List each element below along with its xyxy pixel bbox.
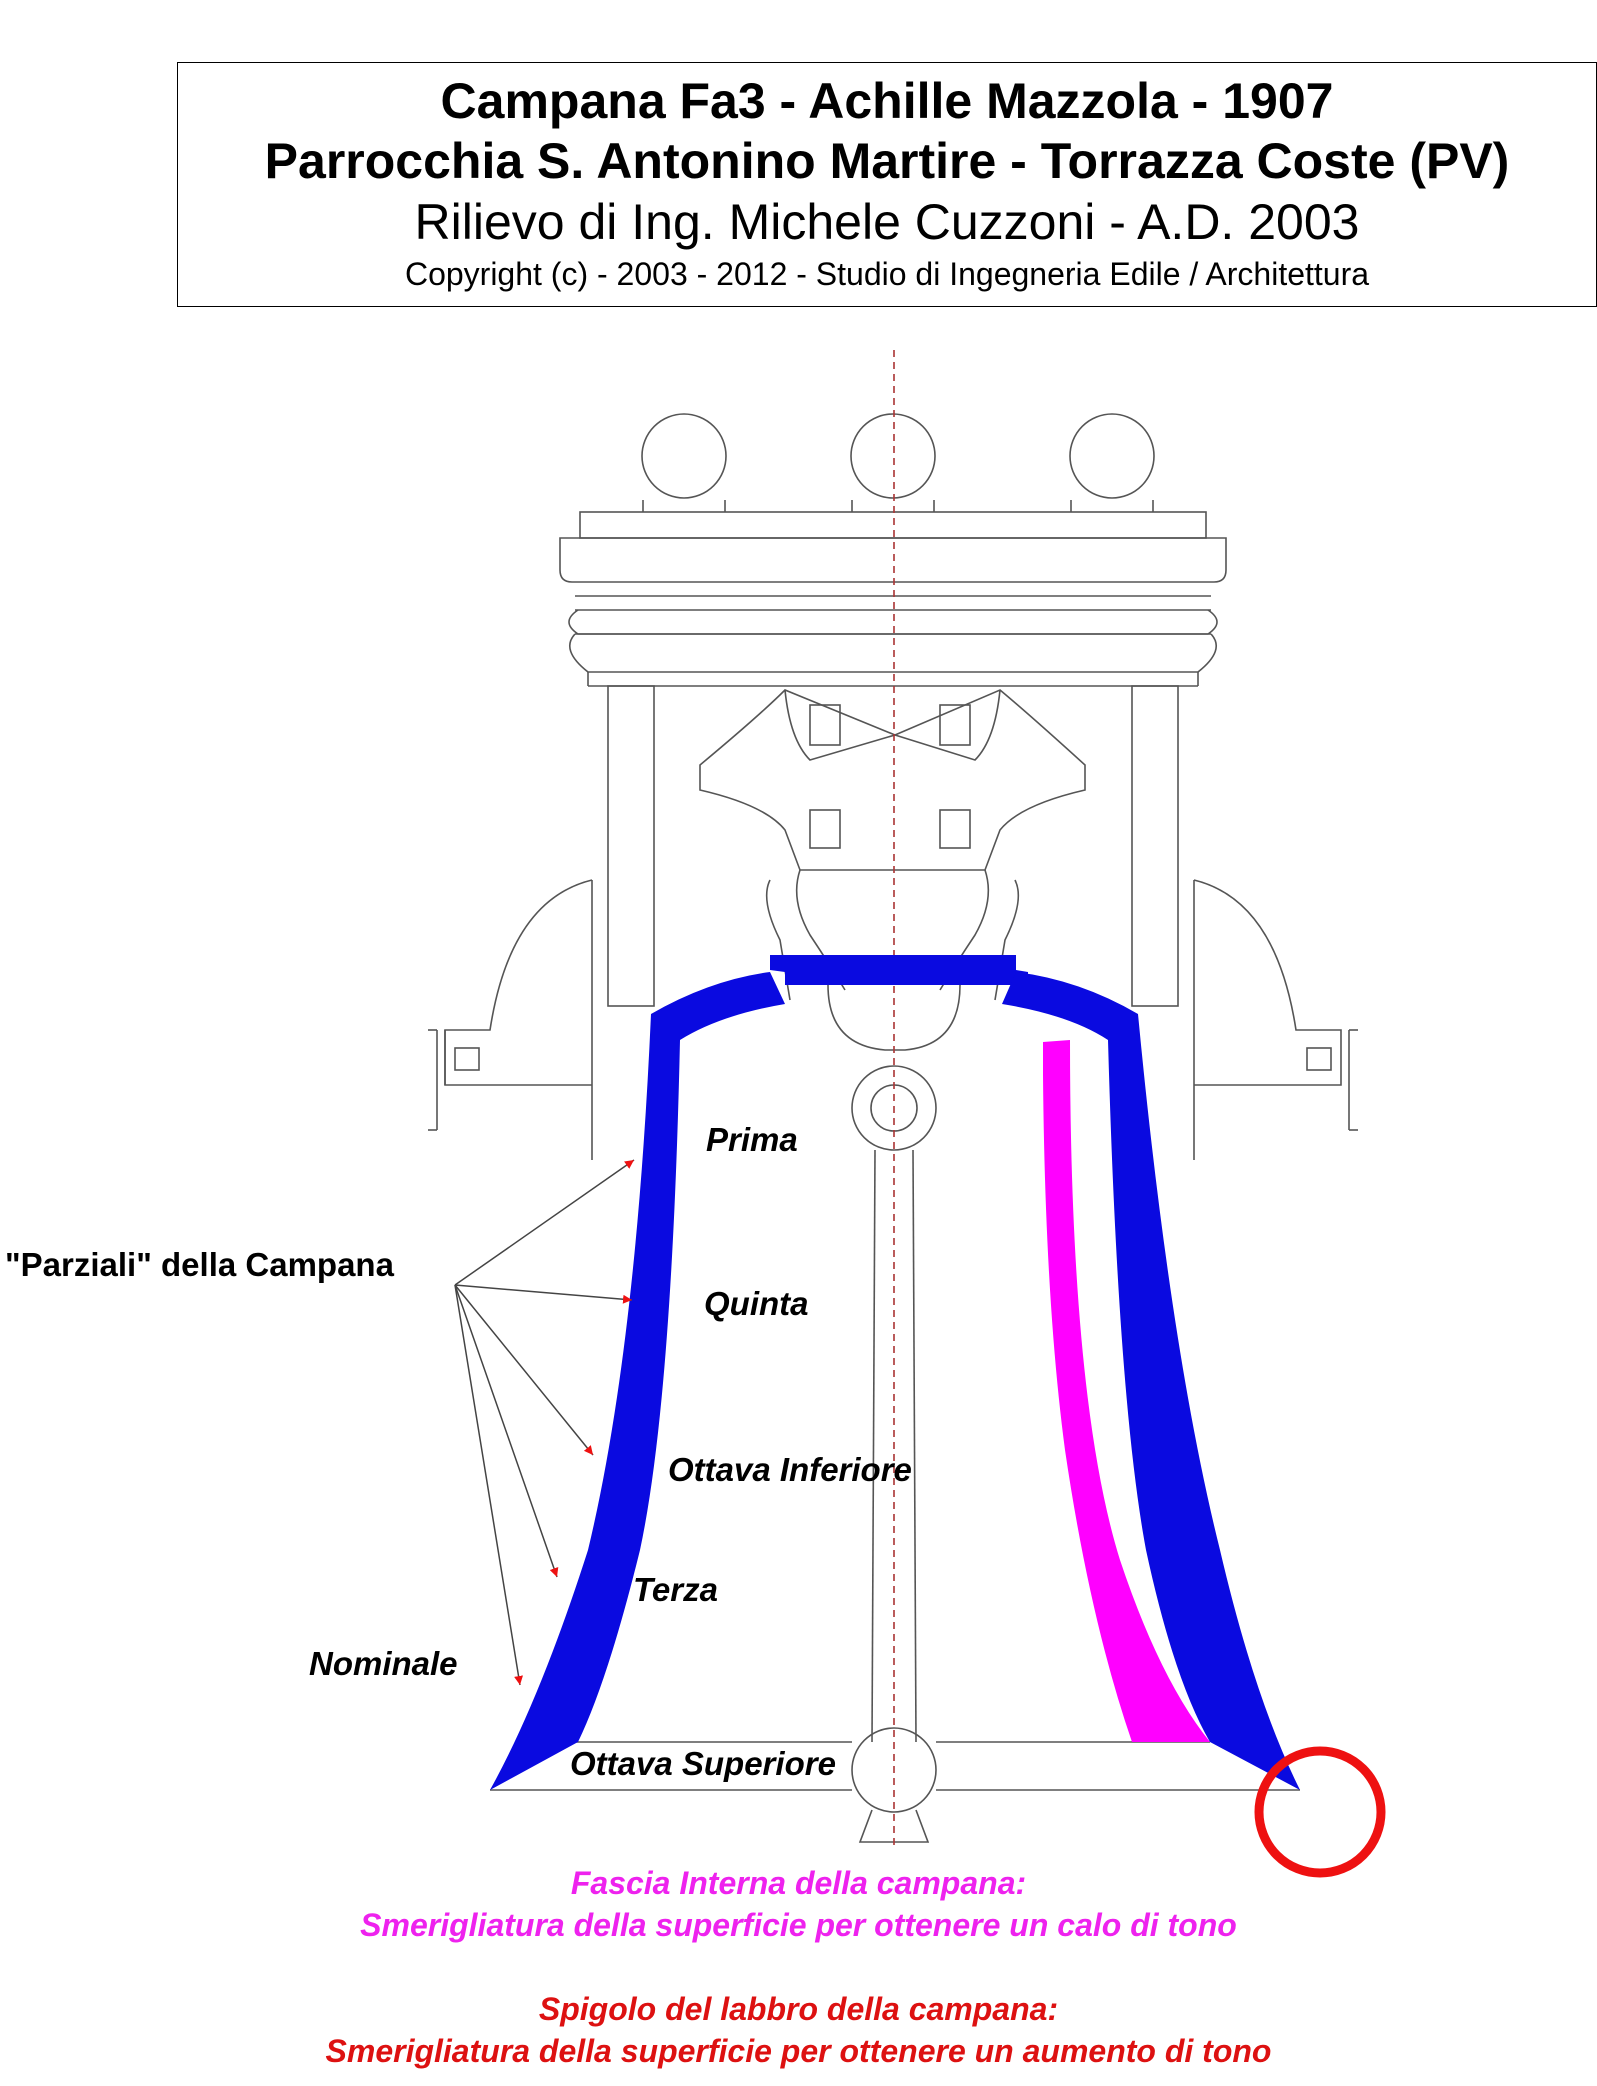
title-line-1: Campana Fa3 - Achille Mazzola - 1907: [440, 73, 1334, 129]
lip-edge-circle: [1254, 1746, 1386, 1878]
label-ottava-inferiore: Ottava Inferiore: [668, 1451, 912, 1488]
inner-band-note-title: Fascia Interna della campana:: [570, 1865, 1027, 1901]
inner-band: [1043, 1040, 1210, 1742]
lip-note-title: Spigolo del labbro della campana:: [538, 1991, 1059, 2027]
lip-note-text: Smerigliatura della superficie per otten…: [325, 2033, 1272, 2069]
partials-label: "Parziali" della Campana: [5, 1246, 394, 1283]
label-quinta: Quinta: [704, 1285, 809, 1322]
inner-band-note-text: Smerigliatura della superficie per otten…: [360, 1907, 1237, 1943]
title-box: Campana Fa3 - Achille Mazzola - 1907 Par…: [177, 62, 1597, 307]
title-line-4: Copyright (c) - 2003 - 2012 - Studio di …: [404, 256, 1370, 292]
label-nominale: Nominale: [309, 1645, 458, 1682]
label-ottava-superiore: Ottava Superiore: [570, 1745, 836, 1782]
bell-profile: [490, 955, 1300, 1790]
title-line-2: Parrocchia S. Antonino Martire - Torrazz…: [264, 133, 1510, 189]
title-line-3: Rilievo di Ing. Michele Cuzzoni - A.D. 2…: [414, 194, 1360, 250]
label-terza: Terza: [633, 1571, 718, 1608]
partial-arrows: [454, 1159, 635, 1686]
yoke-drawing: [428, 413, 1358, 1843]
label-prima: Prima: [706, 1121, 798, 1158]
